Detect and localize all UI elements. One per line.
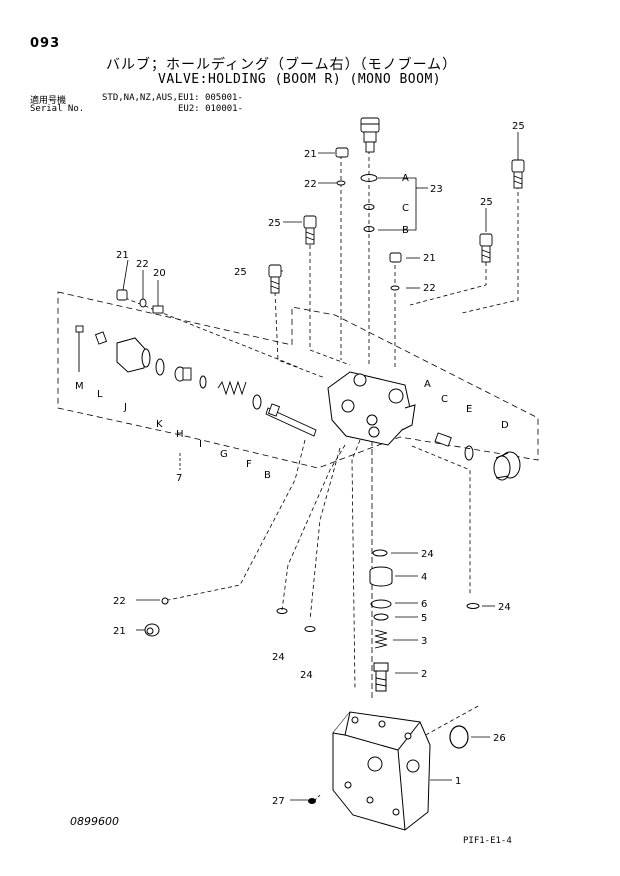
label-A-right: A — [424, 379, 431, 390]
plug-group-21-22-20 — [116, 289, 164, 314]
spool-2 — [373, 662, 389, 692]
label-25-upper-left: 25 — [268, 218, 281, 229]
label-24-left: 24 — [272, 652, 285, 663]
label-3: 3 — [421, 636, 427, 647]
cap-D — [493, 451, 521, 481]
assembly-7-outline — [57, 291, 539, 469]
applicable-label: 適用号機 — [30, 96, 67, 106]
pin-L — [94, 331, 108, 345]
label-6: 6 — [421, 599, 427, 610]
plug-21-right — [389, 252, 402, 291]
plug-C — [434, 432, 452, 447]
ring-I — [199, 375, 207, 389]
plug-21-22-lower — [144, 597, 169, 637]
label-A-top: A — [402, 173, 409, 184]
label-22-right: 22 — [423, 283, 436, 294]
label-M: M — [75, 381, 84, 392]
washer-F — [252, 394, 262, 410]
ring-5 — [373, 613, 389, 621]
label-24-right: 24 — [498, 602, 511, 613]
oring-26 — [449, 725, 469, 749]
label-B-top: B — [402, 225, 409, 236]
label-G: G — [220, 449, 228, 460]
housing-1 — [332, 711, 431, 831]
part-plug-23 — [360, 117, 380, 153]
label-21-lower: 21 — [113, 626, 126, 637]
label-22-left: 22 — [136, 259, 149, 270]
title-english: VALVE:HOLDING (BOOM R) (MONO BOOM) — [158, 72, 442, 87]
label-J: J — [123, 402, 127, 413]
label-22-top: 22 — [304, 179, 317, 190]
label-21-top: 21 — [304, 149, 317, 160]
label-K: K — [156, 419, 163, 430]
label-1: 1 — [455, 776, 461, 787]
label-27: 27 — [272, 796, 285, 807]
label-F: F — [246, 459, 252, 470]
oring-24-left — [276, 608, 316, 632]
label-H: H — [176, 429, 184, 440]
seat-H — [174, 366, 192, 382]
label-C-right: C — [441, 394, 448, 405]
label-C-top: C — [402, 203, 409, 214]
label-23: 23 — [430, 184, 443, 195]
ring-6 — [370, 599, 392, 609]
label-7: 7 — [176, 473, 182, 484]
label-L: L — [97, 389, 103, 400]
bolt-25-upper-left — [303, 215, 317, 245]
label-21-right: 21 — [423, 253, 436, 264]
oring-E — [464, 445, 474, 461]
label-21-left: 21 — [116, 250, 129, 261]
valve-body — [327, 371, 416, 446]
label-25-lower-left: 25 — [234, 267, 247, 278]
screw-M — [75, 325, 84, 372]
label-24-center: 24 — [421, 549, 434, 560]
label-22-lower: 22 — [113, 596, 126, 607]
figure-code: PIF1-E1-4 — [463, 836, 512, 846]
page-number: 093 — [30, 36, 61, 51]
label-25-right: 25 — [512, 121, 525, 132]
bolt-25-mid — [479, 233, 493, 263]
label-B-left: B — [264, 470, 271, 481]
title-japanese: バルブ；ホールディング（ブーム右）（モノブーム） — [106, 57, 458, 73]
leader-25-right — [461, 185, 519, 314]
bolt-25-lower-left — [268, 264, 282, 294]
oring-24-right — [466, 603, 480, 609]
label-I: I — [199, 439, 202, 450]
oring-24-center — [372, 549, 388, 557]
serial-label: Serial No. — [30, 104, 85, 114]
spring-3 — [374, 629, 388, 649]
label-2: 2 — [421, 669, 427, 680]
label-4: 4 — [421, 572, 427, 583]
label-D: D — [501, 420, 509, 431]
label-26: 26 — [493, 733, 506, 744]
document-code: 0899600 — [70, 815, 119, 828]
label-E: E — [466, 404, 472, 415]
leader-25-mid — [409, 262, 487, 306]
oring-set-23 — [360, 174, 378, 232]
oring-K — [155, 358, 165, 376]
cap-J — [116, 337, 151, 373]
bolt-25-right — [511, 159, 525, 189]
label-25-mid: 25 — [480, 197, 493, 208]
label-20: 20 — [153, 268, 166, 279]
label-24-left2: 24 — [300, 670, 313, 681]
bracket-23 — [378, 177, 417, 231]
applicable-models: STD,NA,NZ,AUS,EU1: 005001- — [102, 93, 243, 103]
label-5: 5 — [421, 613, 427, 624]
plug-21-top — [335, 147, 349, 186]
plug-27 — [308, 798, 316, 804]
poppet-B — [265, 403, 317, 437]
spring-G — [217, 380, 247, 396]
piston-4 — [369, 566, 393, 587]
serial-eu2: EU2: 010001- — [178, 104, 244, 114]
